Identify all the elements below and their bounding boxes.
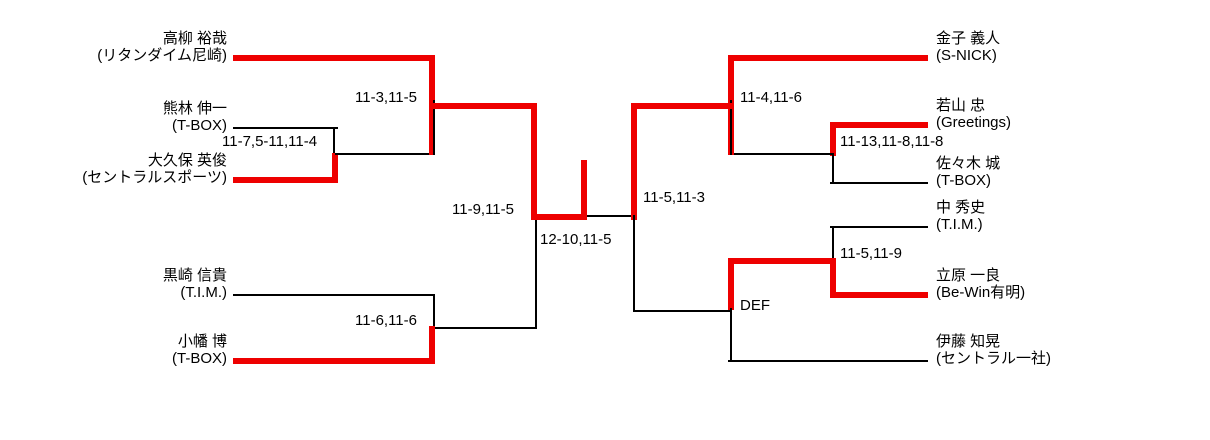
player-label: 若山 忠 (Greetings): [936, 97, 1012, 132]
player-club: (T-BOX): [936, 171, 991, 189]
right-r1-lower-connector-red: [830, 258, 836, 298]
player-club: (S-NICK): [936, 46, 997, 64]
left-semifinal-connector-red: [531, 103, 537, 220]
player-club: (セントラル一社): [936, 349, 1051, 367]
player-club: (Be-Win有明): [936, 283, 1026, 301]
left-semifinal-connector-black: [535, 215, 537, 329]
right-r2-upper-winner-line: [631, 103, 734, 109]
match-score: 11-7,5-11,11-4: [222, 133, 318, 150]
player-label: 金子 義人 (S-NICK): [936, 30, 1001, 65]
match-score: 11-3,11-5: [355, 89, 417, 106]
left-seed5-line: [233, 358, 435, 364]
match-score: 11-5,11-3: [643, 189, 705, 206]
left-seed2-line: [233, 127, 338, 129]
player-label: 大久保 英俊 (セントラルスポーツ): [82, 152, 227, 187]
player-label: 小幡 博 (T-BOX): [172, 333, 227, 368]
player-name: 中 秀史: [936, 199, 986, 216]
right-r2-lower-connector-red: [728, 258, 734, 310]
player-label: 佐々木 城 (T-BOX): [936, 155, 1001, 190]
right-seed5-line: [830, 292, 928, 298]
right-seed6-line: [728, 360, 928, 362]
right-r2-lower-winner-line: [633, 310, 730, 312]
right-seed2-line: [830, 122, 928, 128]
left-r2-upper-connector-lower: [433, 100, 435, 155]
left-seed3-line: [233, 177, 338, 183]
player-name: 伊藤 知晃: [936, 333, 1001, 350]
player-club: (リタンダイム尼崎): [97, 46, 227, 64]
match-score: DEF: [740, 297, 770, 314]
left-r1-upper-connector-red: [332, 153, 338, 183]
player-club: (T-BOX): [172, 116, 227, 134]
match-score: 11-6,11-6: [355, 312, 417, 329]
left-r1-lower-connector-black: [433, 294, 435, 328]
player-name: 黒崎 信貴: [162, 267, 227, 284]
match-score: 11-4,11-6: [740, 89, 802, 106]
left-r2-upper-winner-line: [429, 103, 537, 109]
match-score: 11-5,11-9: [840, 245, 902, 262]
player-name: 立原 一良: [936, 267, 1001, 284]
player-label: 中 秀史 (T.I.M.): [936, 199, 986, 234]
right-seed1-line: [728, 55, 928, 61]
final-match-line: [585, 215, 635, 217]
player-name: 金子 義人: [936, 30, 1001, 47]
player-club: (Greetings): [936, 113, 1012, 131]
right-semifinal-connector-red: [631, 103, 637, 220]
player-name: 高柳 裕哉: [162, 30, 227, 47]
right-r1-upper-connector-black: [832, 153, 834, 184]
player-club: (セントラルスポーツ): [82, 168, 227, 186]
left-seed4-line: [233, 294, 435, 296]
right-r1-upper-connector-red: [830, 122, 836, 156]
right-r1-lower-winner-line: [728, 258, 836, 264]
player-label: 立原 一良 (Be-Win有明): [936, 267, 1026, 302]
left-r1-lower-connector-red: [429, 326, 435, 364]
left-r1-upper-connector-black: [333, 127, 335, 155]
player-club: (T.I.M.): [180, 283, 227, 301]
match-score: 11-13,11-8,11-8: [840, 133, 944, 150]
player-name: 大久保 英俊: [147, 152, 227, 169]
left-semifinal-winner-line: [531, 214, 587, 220]
match-score: 11-9,11-5: [452, 201, 514, 218]
right-seed4-line: [830, 226, 928, 228]
player-label: 黒崎 信貴 (T.I.M.): [162, 267, 227, 302]
right-r2-lower-connector-black: [730, 308, 732, 362]
right-seed3-line: [830, 182, 928, 184]
player-name: 若山 忠: [936, 97, 986, 114]
player-club: (T-BOX): [172, 349, 227, 367]
right-r2-upper-connector-black: [730, 100, 732, 155]
right-semifinal-connector-black: [633, 215, 635, 312]
player-name: 小幡 博: [177, 333, 227, 350]
left-r1-upper-winner-line: [335, 153, 435, 155]
player-label: 高柳 裕哉 (リタンダイム尼崎): [97, 30, 227, 65]
left-seed1-line: [233, 55, 435, 61]
final-match-score: 12-10,11-5: [540, 231, 612, 248]
left-r1-lower-winner-line: [435, 327, 537, 329]
right-r1-upper-winner-line: [728, 153, 832, 155]
player-club: (T.I.M.): [936, 215, 983, 233]
player-name: 熊林 伸一: [162, 100, 227, 117]
player-label: 熊林 伸一 (T-BOX): [162, 100, 227, 135]
right-r1-lower-connector-black: [832, 226, 834, 262]
player-name: 佐々木 城: [936, 155, 1001, 172]
champion-stub: [581, 160, 587, 220]
player-label: 伊藤 知晃 (セントラル一社): [936, 333, 1051, 368]
